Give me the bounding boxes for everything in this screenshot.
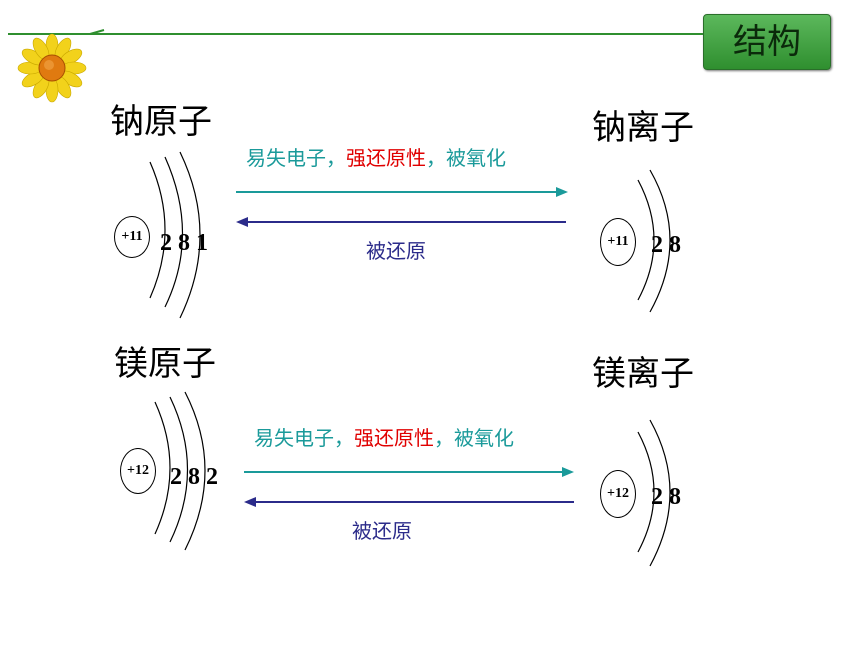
sodium-ion-shells bbox=[637, 169, 671, 313]
sodium-reverse-text: 被还原 bbox=[366, 239, 426, 263]
forward-text-part3: ，被氧化 bbox=[434, 426, 514, 450]
forward-text-highlight: 强还原性 bbox=[346, 146, 426, 170]
sodium-atom-electrons: 2 8 1 bbox=[160, 230, 208, 257]
sodium-ion-electrons: 2 8 bbox=[651, 232, 681, 259]
sodium-atom-label: 钠原子 bbox=[110, 102, 212, 142]
forward-text-highlight: 强还原性 bbox=[354, 426, 434, 450]
sodium-reverse-arrow bbox=[236, 217, 566, 227]
magnesium-atom-label: 镁原子 bbox=[114, 344, 216, 384]
sodium-atom-nucleus: +11 bbox=[114, 216, 150, 258]
shell-electron-count: 2 bbox=[651, 484, 663, 510]
shell-electron-count: 8 bbox=[669, 484, 681, 510]
sodium-ion-nucleus: +11 bbox=[600, 218, 636, 266]
shell-electron-count: 8 bbox=[188, 464, 200, 490]
magnesium-ion-electrons: 2 8 bbox=[651, 484, 681, 511]
magnesium-ion-nucleus: +12 bbox=[600, 470, 636, 518]
shell-electron-count: 8 bbox=[178, 230, 190, 256]
shell-electron-count: 2 bbox=[651, 232, 663, 258]
sodium-atom-shells bbox=[149, 151, 201, 319]
magnesium-atom-shells bbox=[154, 391, 206, 551]
shell-electron-count: 2 bbox=[206, 464, 218, 490]
magnesium-forward-text: 易失电子，强还原性，被氧化 bbox=[254, 422, 514, 451]
forward-text-part1: 易失电子， bbox=[254, 426, 354, 450]
header-line-accent bbox=[89, 29, 105, 35]
shell-electron-count: 2 bbox=[160, 230, 172, 256]
section-title-button: 结构 bbox=[703, 14, 831, 70]
sodium-forward-arrow bbox=[236, 187, 568, 197]
sunflower-icon bbox=[17, 33, 87, 103]
forward-text-part3: ，被氧化 bbox=[426, 146, 506, 170]
magnesium-ion-label: 镁离子 bbox=[592, 354, 694, 394]
magnesium-forward-arrow bbox=[244, 467, 574, 477]
forward-text-part1: 易失电子， bbox=[246, 146, 346, 170]
sodium-ion-label: 钠离子 bbox=[592, 108, 694, 148]
magnesium-reverse-arrow bbox=[244, 497, 574, 507]
magnesium-atom-electrons: 2 8 2 bbox=[170, 464, 218, 491]
shell-electron-count: 1 bbox=[196, 230, 208, 256]
magnesium-ion-shells bbox=[637, 419, 671, 567]
shell-electron-count: 2 bbox=[170, 464, 182, 490]
shell-electron-count: 8 bbox=[669, 232, 681, 258]
magnesium-atom-nucleus: +12 bbox=[120, 448, 156, 494]
sodium-forward-text: 易失电子，强还原性，被氧化 bbox=[246, 142, 506, 171]
magnesium-reverse-text: 被还原 bbox=[352, 519, 412, 543]
